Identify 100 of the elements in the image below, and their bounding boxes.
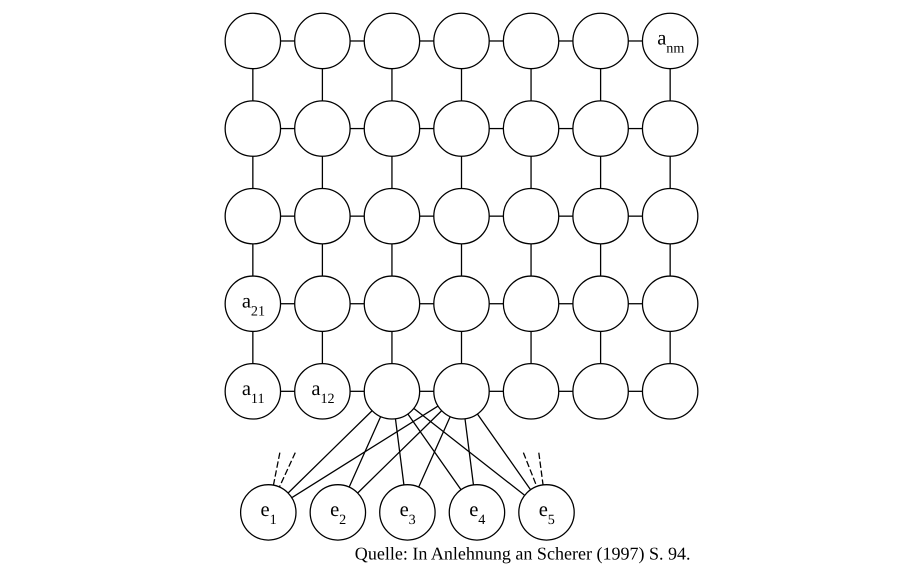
connector (272, 452, 280, 486)
node-circle (433, 275, 490, 332)
connector (628, 40, 642, 42)
connector (522, 452, 538, 486)
node-circle (642, 362, 698, 420)
node-circle (502, 12, 560, 70)
connector (628, 390, 642, 392)
connector (460, 331, 462, 364)
connector (280, 128, 295, 130)
connector (670, 244, 671, 276)
node-circle: e$_{1}$ (240, 484, 297, 541)
node-circle: e$_{3}$ (379, 484, 436, 541)
connector (489, 40, 504, 42)
connector (600, 156, 602, 188)
connector (460, 244, 462, 276)
connector (476, 414, 532, 490)
connector (407, 414, 462, 490)
connector (413, 408, 525, 496)
node-circle (642, 275, 698, 332)
node-circle (294, 12, 351, 70)
connector (628, 303, 642, 304)
node-circle (433, 362, 490, 420)
node-circle (572, 188, 629, 244)
node-circle: a$_{21}$ (224, 275, 282, 332)
connector (280, 303, 295, 304)
connector (288, 410, 373, 494)
node-circle (294, 100, 351, 157)
node-circle: a$_{11}$ (224, 362, 282, 420)
node-circle (572, 362, 629, 420)
connector (280, 390, 295, 392)
connector (280, 40, 295, 42)
connector (489, 390, 504, 392)
node-circle (294, 188, 351, 244)
node-circle (224, 12, 282, 70)
connector (489, 216, 504, 217)
connector (489, 128, 504, 130)
node-circle (572, 12, 629, 70)
connector (530, 68, 532, 101)
connector (391, 68, 393, 101)
connector (350, 390, 364, 392)
node-circle (502, 275, 560, 332)
connector (670, 156, 671, 188)
node-circle: a$_{nm}$ (642, 12, 698, 70)
connector (538, 452, 544, 485)
connector (600, 244, 602, 276)
node-circle (364, 12, 420, 70)
connector (600, 68, 602, 101)
connector (278, 452, 296, 488)
connector (420, 303, 434, 304)
connector (420, 390, 434, 392)
connector (391, 156, 393, 188)
node-circle (433, 100, 490, 157)
connector (558, 40, 573, 42)
node-circle (224, 188, 282, 244)
node-circle (572, 275, 629, 332)
node-circle (433, 12, 490, 70)
connector (420, 40, 434, 42)
connector (418, 416, 451, 488)
connector (558, 390, 573, 392)
connector (252, 244, 254, 276)
connector (420, 128, 434, 130)
connector (394, 418, 404, 485)
connector (628, 216, 642, 217)
connector (670, 331, 671, 364)
connector (420, 216, 434, 217)
connector (530, 156, 532, 188)
node-circle (224, 100, 282, 157)
connector (280, 216, 295, 217)
node-circle (502, 100, 560, 157)
connector (350, 216, 364, 217)
node-circle (502, 188, 560, 244)
node-circle: e$_{2}$ (310, 484, 366, 541)
connector (292, 406, 438, 498)
node-circle (294, 275, 351, 332)
connector (600, 331, 602, 364)
caption: Quelle: In Anlehnung an Scherer (1997) S. 94. (354, 544, 691, 564)
node-circle (364, 362, 420, 420)
connector (322, 156, 324, 188)
connector (350, 40, 364, 42)
connector (391, 331, 393, 364)
connector (460, 68, 462, 101)
connector (558, 128, 573, 130)
node-circle (364, 275, 420, 332)
node-circle: e$_{4}$ (448, 484, 506, 541)
connector (252, 156, 254, 188)
connector (357, 410, 442, 494)
connector (391, 244, 393, 276)
node-circle (502, 362, 560, 420)
connector (530, 331, 532, 364)
node-circle (642, 188, 698, 244)
connector (464, 418, 474, 485)
connector (350, 303, 364, 304)
node-circle: e$_{5}$ (518, 484, 575, 541)
connector (530, 244, 532, 276)
connector (558, 216, 573, 217)
connector (628, 128, 642, 130)
node-circle (364, 100, 420, 157)
connector (252, 68, 254, 101)
connector (670, 68, 671, 101)
node-circle (433, 188, 490, 244)
